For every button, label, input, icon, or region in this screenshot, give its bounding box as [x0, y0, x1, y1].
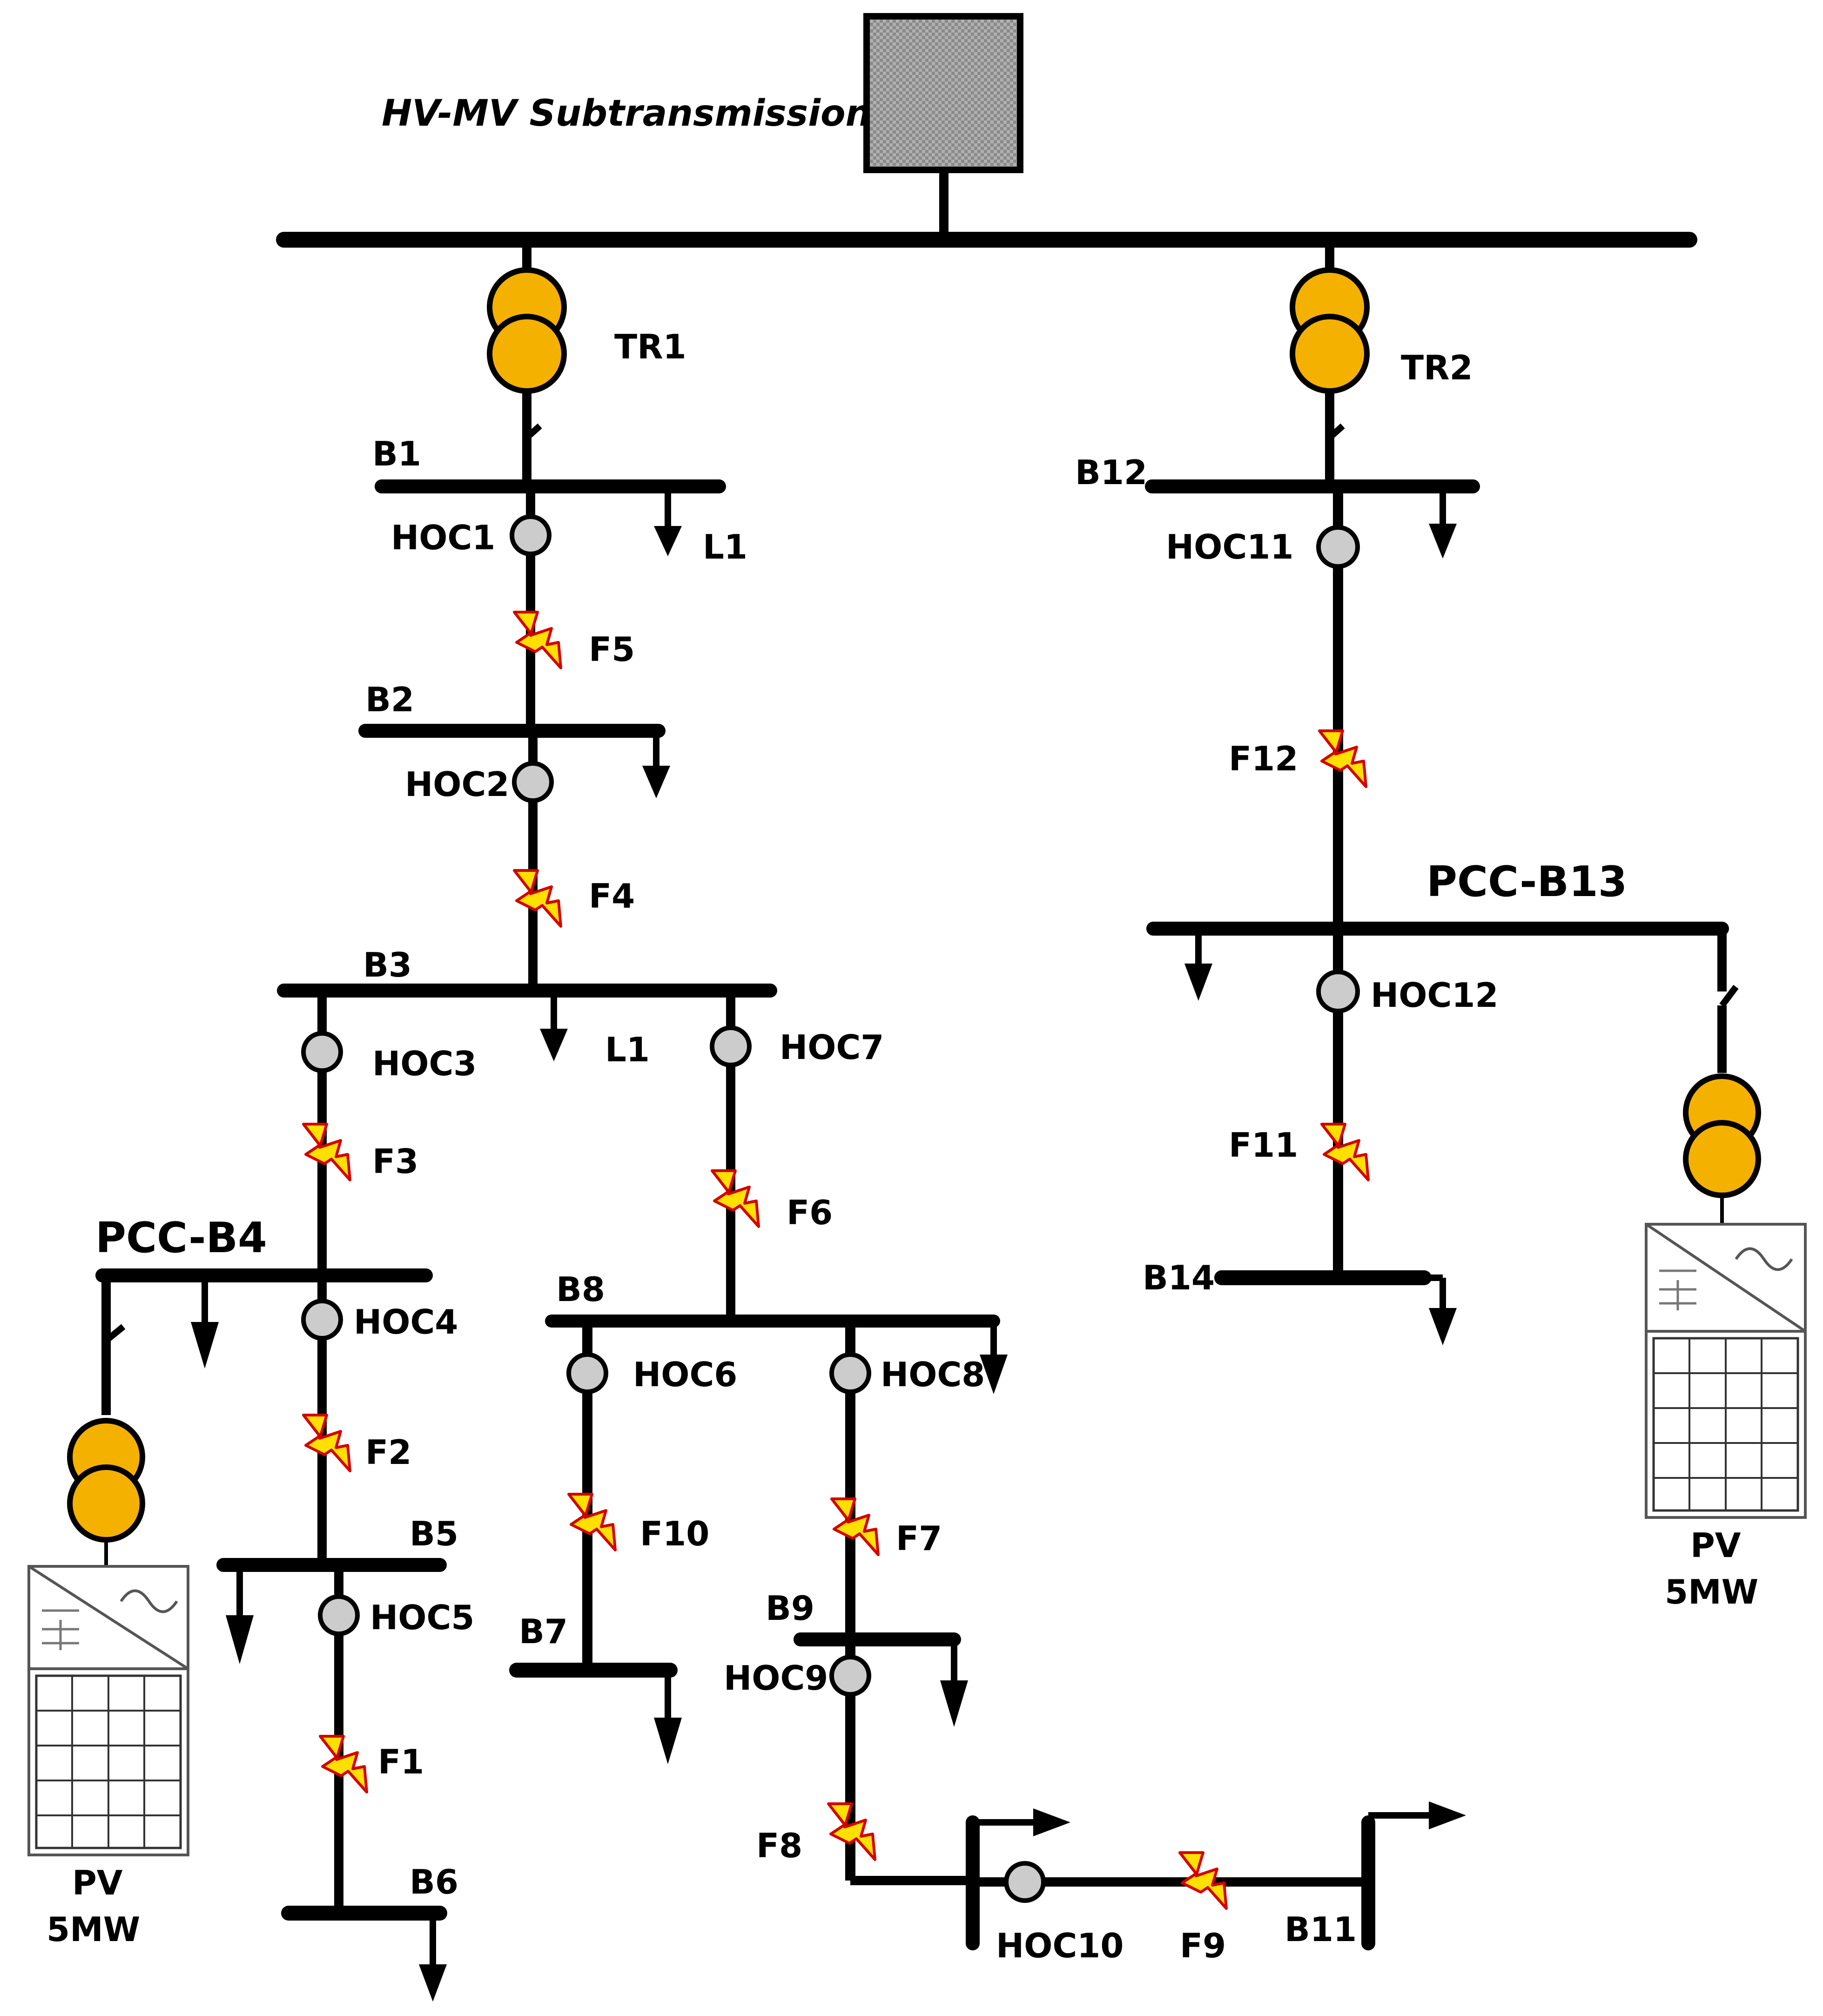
relay-hoc12-label: HOC12: [1371, 976, 1499, 1015]
fault-f3-label: F3: [372, 1142, 418, 1181]
relay-hoc10-label: HOC10: [996, 1926, 1124, 1965]
relay-hoc12: [1316, 970, 1360, 1013]
load-b1-label: L1: [703, 527, 747, 566]
tr1-label: TR1: [614, 327, 686, 366]
relay-hoc7: [710, 1025, 752, 1067]
load-b12-arrow: [1429, 524, 1457, 559]
relay-hoc3-label: HOC3: [372, 1044, 477, 1083]
pv-right-label: PV: [1690, 1526, 1741, 1565]
pv-left-label: PV: [72, 1863, 123, 1902]
fault-f2-label: F2: [365, 1433, 411, 1472]
pv-right-inverter: [1645, 1223, 1807, 1333]
fault-f1-label: F1: [378, 1742, 424, 1781]
bus-b8-label: B8: [556, 1270, 605, 1309]
relay-hoc5-label: HOC5: [370, 1598, 474, 1637]
load-b8-arrow: [980, 1355, 1008, 1394]
relay-hoc2: [512, 761, 554, 803]
fault-f9-label: F9: [1180, 1926, 1226, 1965]
pv-left-panel: [27, 1667, 189, 1856]
pv-right-panel: [1645, 1330, 1807, 1519]
relay-hoc11-label: HOC11: [1166, 527, 1294, 566]
grid-source: [863, 13, 1023, 173]
diagram-title: HV-MV Subtransmission: [382, 93, 871, 135]
load-b14-arrow: [1429, 1308, 1457, 1345]
load-b6-arrow: [419, 1964, 447, 2002]
bus-b7-label: B7: [519, 1612, 568, 1651]
fault-f5-icon: [514, 612, 561, 668]
load-b10-arrow: [1033, 1808, 1070, 1836]
pv-right-rating: 5MW: [1665, 1572, 1758, 1611]
transformer-pv-left: [67, 1418, 145, 1543]
pv-left-rating: 5MW: [47, 1910, 140, 1949]
load-b9-arrow: [940, 1680, 968, 1727]
relay-hoc4-label: HOC4: [354, 1302, 458, 1342]
bus-b6-label: B6: [410, 1862, 458, 1901]
load-b2-arrow: [642, 766, 670, 798]
bus-b2-label: B2: [365, 680, 414, 719]
relay-hoc6: [566, 1352, 608, 1394]
bus-b4-label: PCC-B4: [95, 1214, 267, 1262]
fault-f8-label: F8: [756, 1826, 802, 1865]
pv-left-inverter: [27, 1565, 189, 1670]
fault-f7-label: F7: [896, 1519, 942, 1558]
relay-hoc6-label: HOC6: [633, 1355, 737, 1394]
relay-hoc8: [829, 1352, 871, 1394]
relay-hoc11: [1316, 525, 1360, 569]
bus-b12-label: B12: [1075, 453, 1147, 492]
bus-b13-label: PCC-B13: [1426, 857, 1627, 906]
fault-f6-label: F6: [787, 1193, 833, 1232]
relay-hoc9-label: HOC9: [724, 1659, 828, 1698]
bus-b1-label: B1: [372, 434, 421, 473]
relay-hoc9: [829, 1655, 871, 1697]
transformer-pv-right: [1683, 1073, 1761, 1198]
tr2-breaker-tick: [1327, 423, 1345, 440]
load-b11-arrow: [1429, 1801, 1466, 1829]
relay-hoc1: [510, 514, 552, 556]
relay-hoc5: [318, 1594, 360, 1636]
relay-hoc7-label: HOC7: [780, 1028, 884, 1067]
pv-right-breaker: [1719, 984, 1739, 1008]
bus-b9-label: B9: [766, 1589, 814, 1628]
load-b13-arrow: [1184, 964, 1212, 1001]
relay-hoc1-label: HOC1: [391, 518, 495, 557]
bus-b14-label: B14: [1143, 1258, 1215, 1297]
load-b5-arrow: [226, 1615, 254, 1664]
tr2-label: TR2: [1401, 348, 1473, 387]
bus-b3-label: B3: [363, 945, 412, 984]
load-b4-arrow: [191, 1322, 219, 1369]
fault-f11-label: F11: [1229, 1126, 1298, 1165]
fault-f5-label: F5: [589, 630, 635, 669]
load-b3-arrow: [540, 1029, 568, 1061]
load-b3-label: L1: [605, 1030, 650, 1069]
relay-hoc3: [301, 1031, 343, 1073]
fault-f4-label: F4: [589, 877, 635, 916]
bus-b5-label: B5: [410, 1514, 458, 1553]
tr1-breaker-tick: [525, 423, 542, 440]
load-b7-arrow: [654, 1718, 682, 1764]
load-b1-arrow: [654, 526, 682, 556]
transformer-tr2: [1290, 267, 1370, 394]
relay-hoc4: [301, 1299, 343, 1341]
relay-hoc10: [1004, 1861, 1046, 1903]
pv-left-breaker: [104, 1324, 126, 1343]
relay-hoc2-label: HOC2: [405, 765, 509, 804]
fault-f12-label: F12: [1229, 739, 1298, 778]
bus-b11-label: B11: [1285, 1910, 1357, 1949]
fault-f10-label: F10: [640, 1514, 709, 1553]
fault-f11-icon: [1322, 1124, 1368, 1180]
transformer-tr1: [487, 267, 567, 394]
relay-hoc8-label: HOC8: [881, 1355, 985, 1394]
